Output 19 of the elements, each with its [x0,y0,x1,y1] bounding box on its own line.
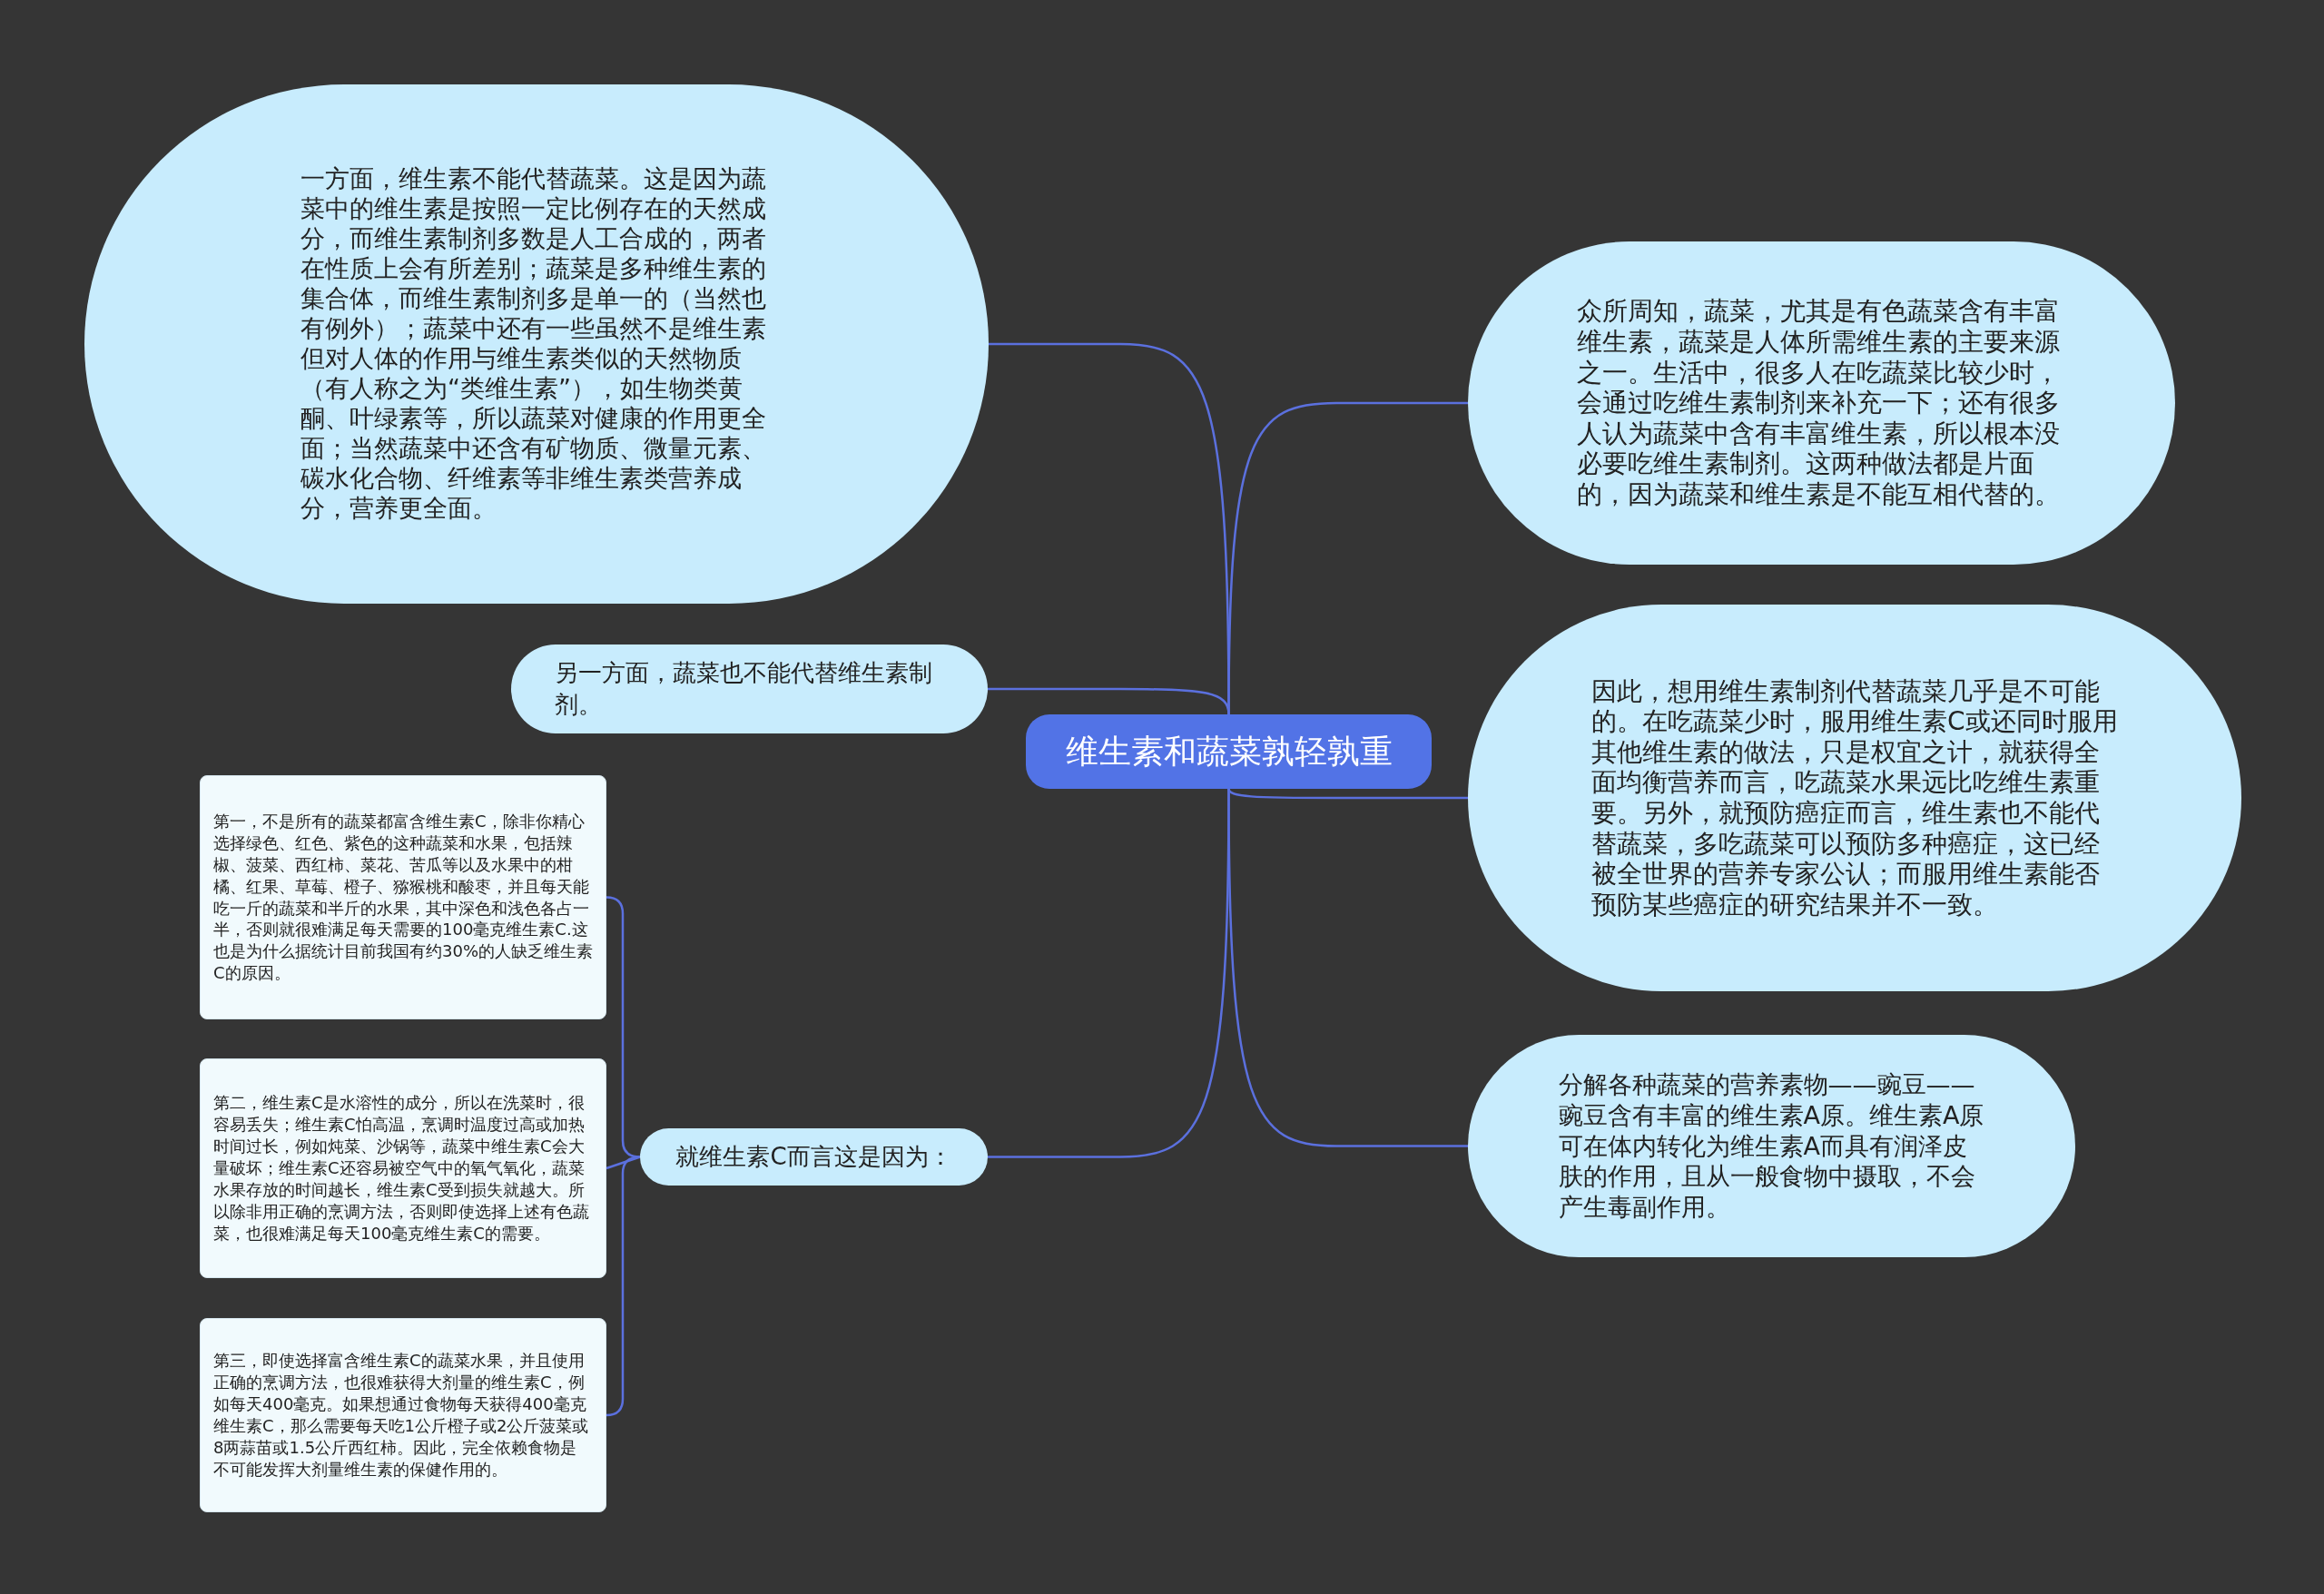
node-text: 分解各种蔬菜的营养素物——豌豆——豌豆含有丰富的维生素A原。维生素A原可在体内转化为维生素A而具有润泽皮肤的作用，且从一般食物中摄取，不会产生毒副作用。 [1558,1069,1985,1223]
node-text: 就维生素C而言这是因为： [675,1141,952,1172]
connector-line [606,1156,641,1417]
note-card [200,775,606,1019]
node-text: 另一方面，蔬菜也不能代替维生素制剂。 [554,657,933,720]
note-card [200,1318,606,1512]
node-text: 因此，想用维生素制剂代替蔬菜几乎是不可能的。在吃蔬菜少时，服用维生素C或还同时服用其他维生素的做法，只是权宜之计，就获得全面均衡营养而言，吃蔬菜水果远比吃维生素重要。另外，就预防癌症而言，维生素也不能代替蔬菜，多吃蔬菜可以预防多种癌症，这已经被全世界的营养专家公认；而服用维生素能否预防某些癌症的研究结果并不一致。 [1591,675,2118,920]
node-text: 第二，维生素C是水溶性的成分，所以在洗菜时，很容易丢失；维生素C怕高温，烹调时温度过高或加热时间过长，例如炖菜、沙锅等，蔬菜中维生素C会大量破坏；维生素C还容易被空气中的氧气氧化，蔬菜水果存放的时间越长，维生素C受到损失就越大。所以除非用正确的烹调方法，否则即使选择上述有色蔬菜，也很难满足每天100毫克维生素C的需要。 [213,1092,590,1245]
note-card [200,1058,606,1278]
node-text: 一方面，维生素不能代替蔬菜。这是因为蔬菜中的维生素是按照一定比例存在的天然成分，而维生素制剂多数是人工合成的，两者在性质上会有所差别；蔬菜是多种维生素的集合体，而维生素制剂多是单一的（当然也有例外）；蔬菜中还有一些虽然不是维生素但对人体的作用与维生素类似的天然物质（有人称之为“类维生素”），如生物类黄酮、叶绿素等，所以蔬菜对健康的作用更全面；当然蔬菜中还含有矿物质、微量元素、碳水化合物、纤维素等非维生素类营养成分，营养更全面。 [300,164,767,524]
connector-line [1227,788,1468,800]
topic-title: 维生素和蔬菜孰轻孰重 [1065,732,1393,772]
central-topic [1026,714,1432,789]
connector-line [1227,789,1468,1147]
connector-line [1227,401,1468,714]
connector-line [606,1156,641,1170]
node-text: 众所周知，蔬菜，尤其是有色蔬菜含有丰富维生素，蔬菜是人体所需维生素的主要来源之一。生活中，很多人在吃蔬菜比较少时，会通过吃维生素制剂来补充一下；还有很多人认为蔬菜中含有丰富维生素，所以根本没必要吃维生素制剂。这两种做法都是片面的，因为蔬菜和维生素是不能互相代替的。 [1576,296,2061,510]
node-text: 第一，不是所有的蔬菜都富含维生素C，除非你精心选择绿色、红色、紫色的这种蔬菜和水果，包括辣椒、菠菜、西红柿、菜花、苦瓜等以及水果中的柑橘、红果、草莓、橙子、猕猴桃和酸枣，并且每天能吃一斤的蔬菜和半斤的水果，其中深色和浅色各占一半，否则就很难满足每天需要的100毫克维生素C.这也是为什么据统计目前我国有约30%的人缺乏维生素C的原因。 [213,810,593,985]
node-text: 第三，即使选择富含维生素C的蔬菜水果，并且使用正确的烹调方法，也很难获得大剂量的维生素C，例如每天400毫克。如果想通过食物每天获得400毫克维生素C，那么需要每天吃1公斤橙子或2公斤菠菜或8两蒜苗或1.5公斤西红柿。因此，完全依赖食物是不可能发挥大剂量维生素的保健作用的。 [213,1350,590,1481]
